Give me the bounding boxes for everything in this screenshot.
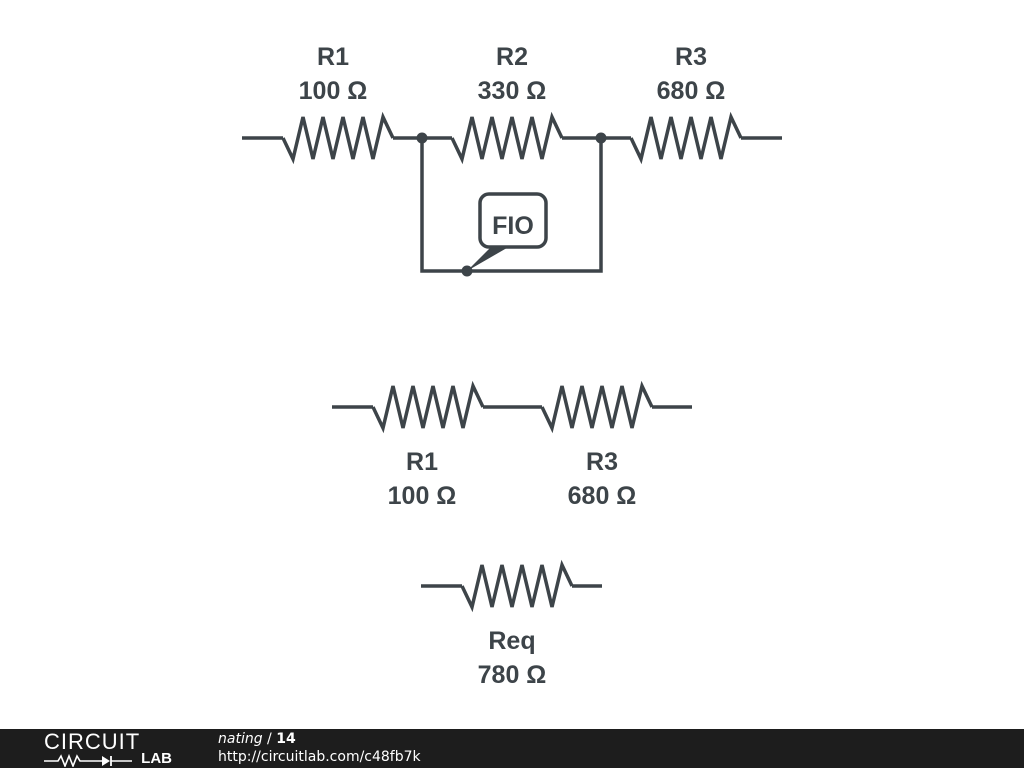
top-resistor-r3 [629,111,743,165]
req-name: Req [488,627,535,655]
top-circuit: FIO R1 100 Ω R2 330 Ω R3 680 Ω [242,43,782,277]
title-separator: / [262,731,277,747]
junction-dot-right [595,132,607,144]
top-r3-name: R3 [675,43,707,71]
top-resistor-r1 [281,111,395,165]
req-value: 780 Ω [478,661,547,689]
circuit-url-link[interactable]: http://circuitlab.com/c48fb7k [218,749,421,765]
fio-pointer [467,245,512,271]
circuit-title: nating / 14 [218,731,296,748]
top-r1-value: 100 Ω [299,77,368,105]
top-r2-value: 330 Ω [478,77,547,105]
middle-resistor-r3 [540,380,654,434]
bottom-circuit: Req 780 Ω [421,559,602,689]
fio-label: FIO [492,212,534,240]
circuit-author-name[interactable]: nating [218,731,263,747]
short-loop-wire [420,138,603,273]
top-r3-value: 680 Ω [657,77,726,105]
middle-circuit: R1 100 Ω R3 680 Ω [332,380,692,510]
circuit-number: 14 [276,731,296,747]
logo-resistor-diode-icon [44,753,132,767]
middle-r1-value: 100 Ω [388,482,457,510]
logo-text-top: CIRCUIT [44,729,141,754]
footer-bar: CIRCUIT LAB nating / 14 http://circuitla… [0,729,1024,768]
junction-dot-left [416,132,428,144]
circuit-schematic: FIO R1 100 Ω R2 330 Ω R3 680 Ω R1 100 Ω … [242,43,782,689]
middle-resistor-r1 [371,380,485,434]
bottom-resistor-req [460,559,574,613]
middle-r3-value: 680 Ω [568,482,637,510]
top-r1-name: R1 [317,43,349,71]
circuitlab-logo[interactable]: CIRCUIT LAB [44,731,174,767]
logo-text-bottom: LAB [141,750,172,767]
top-resistor-r2 [450,111,564,165]
middle-r1-name: R1 [406,448,438,476]
top-r2-name: R2 [496,43,528,71]
fio-flag-box [478,192,548,249]
middle-r3-name: R3 [586,448,618,476]
